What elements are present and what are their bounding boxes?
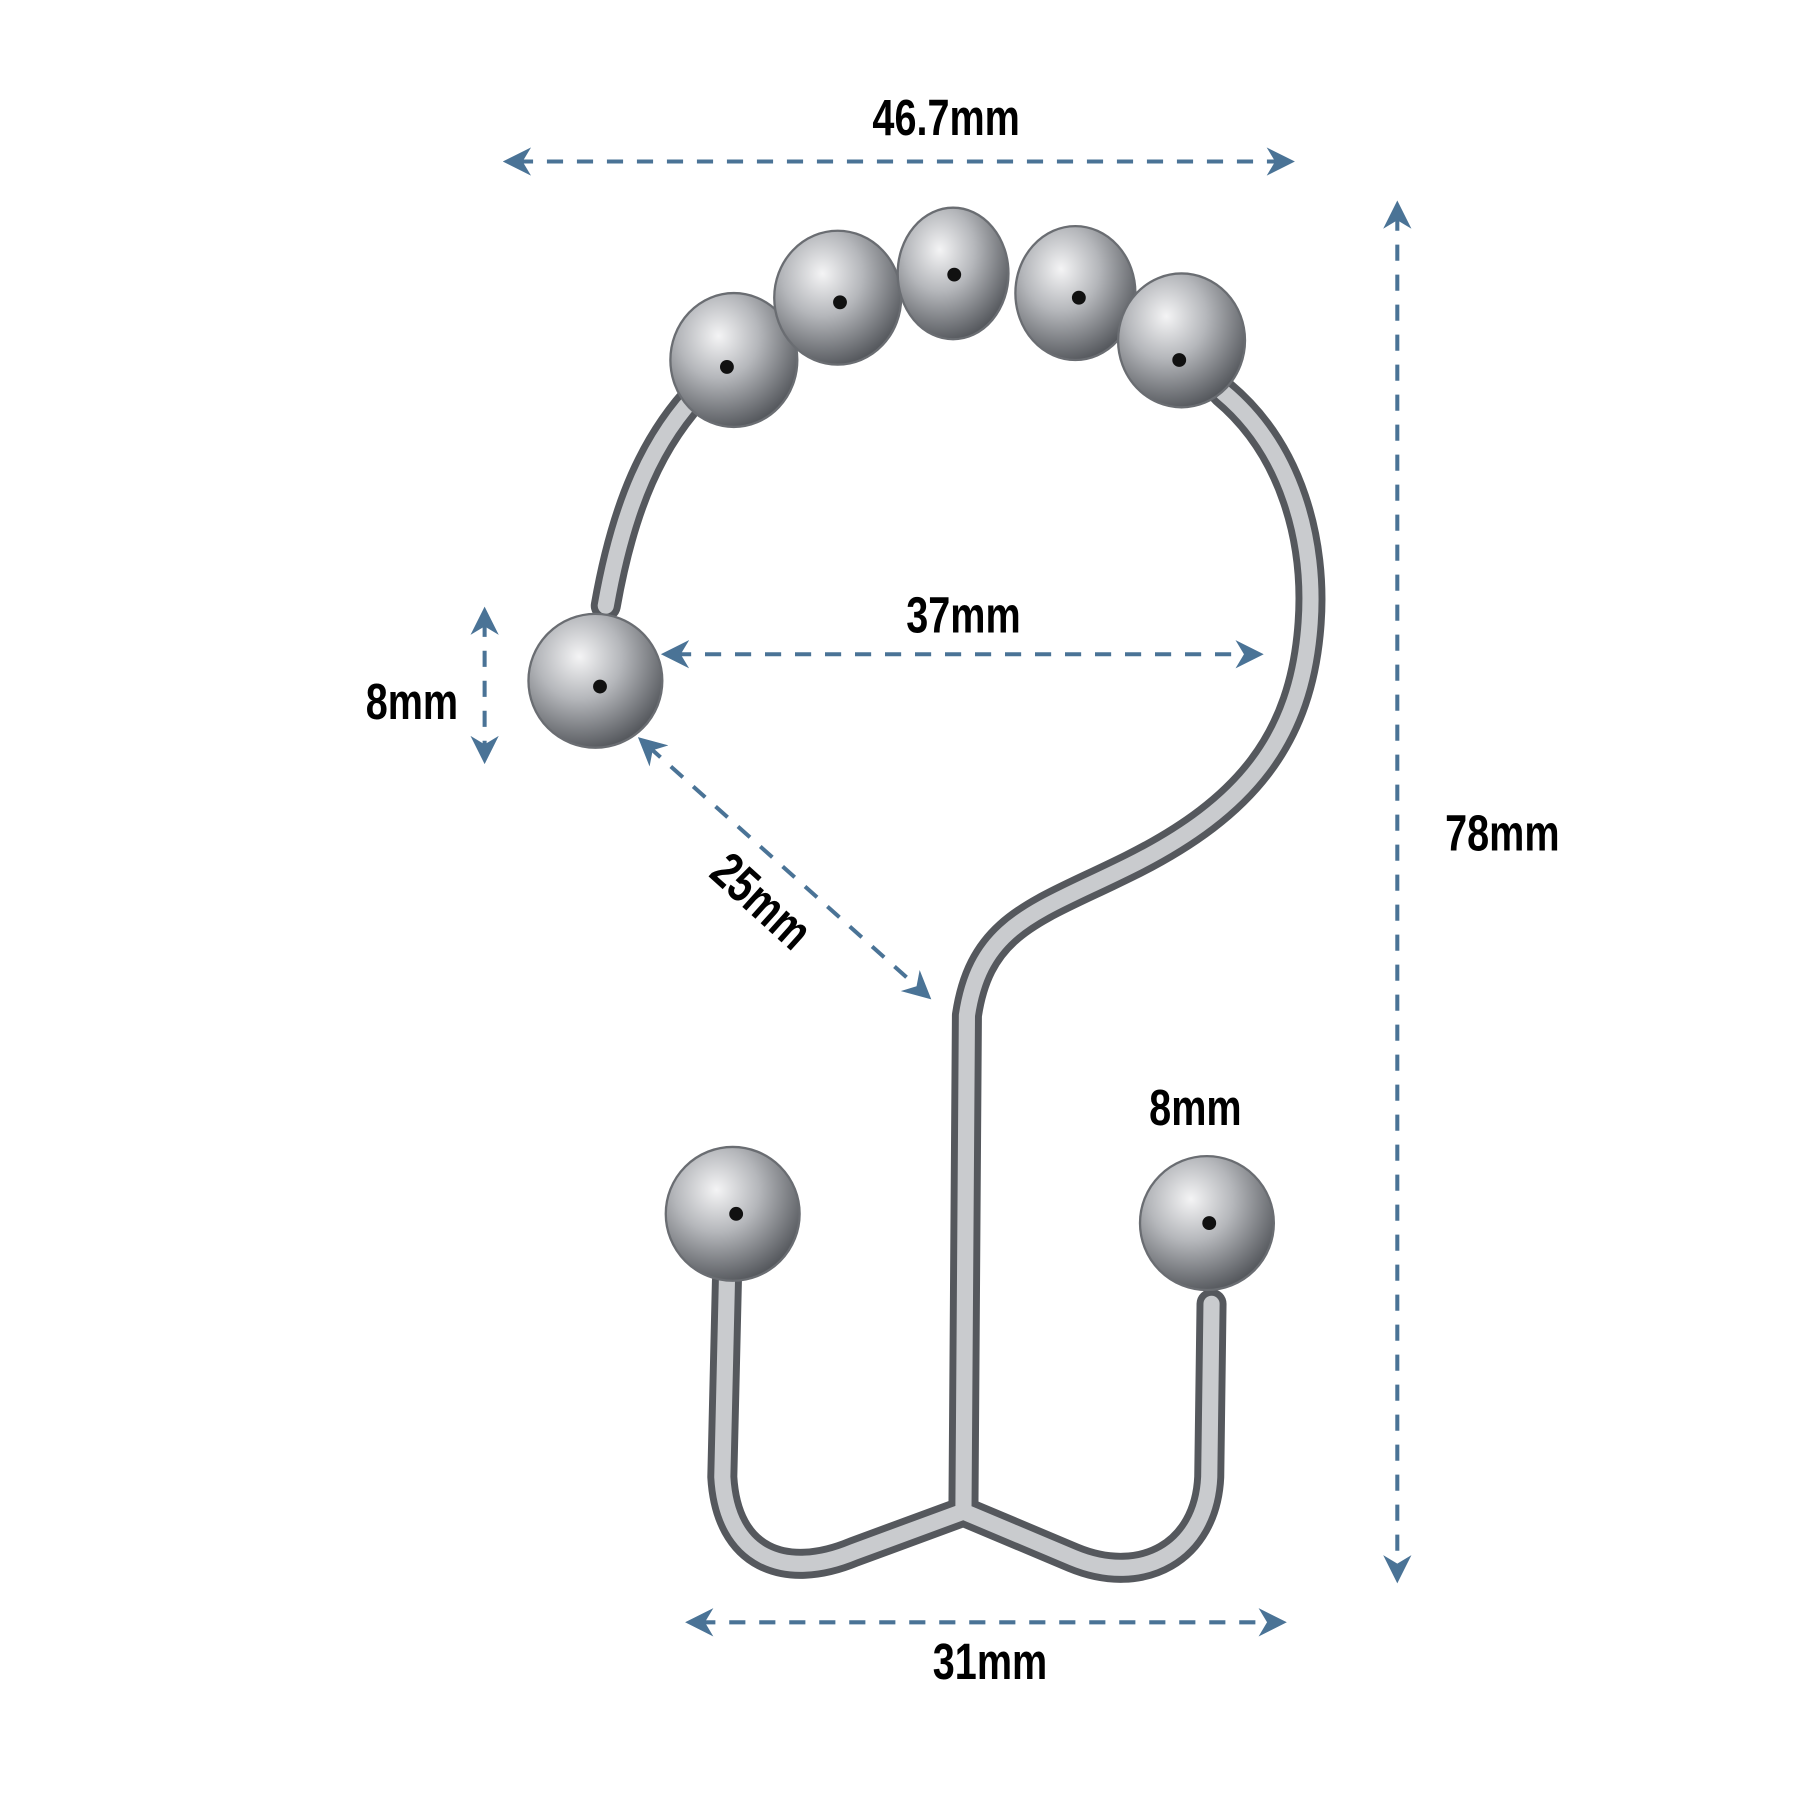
top-ball-diameter-label: 8mm [366,673,458,730]
opening-gap-line [637,737,932,1000]
overall-width-label: 46.7mm [872,89,1019,146]
inner-width-label: 37mm [906,587,1020,644]
end-ball-top [527,612,664,749]
hook-wire [597,378,1319,1576]
bottom-ball-diameter-label: 8mm [1149,1079,1241,1136]
shower-hook [527,206,1326,1583]
bead [669,291,799,429]
roller-beads [669,206,1247,429]
opening-gap-label: 25mm [700,842,823,961]
overall-height-label: 78mm [1445,805,1559,862]
bead [1116,272,1247,409]
bottom-width-label: 31mm [933,1633,1047,1690]
